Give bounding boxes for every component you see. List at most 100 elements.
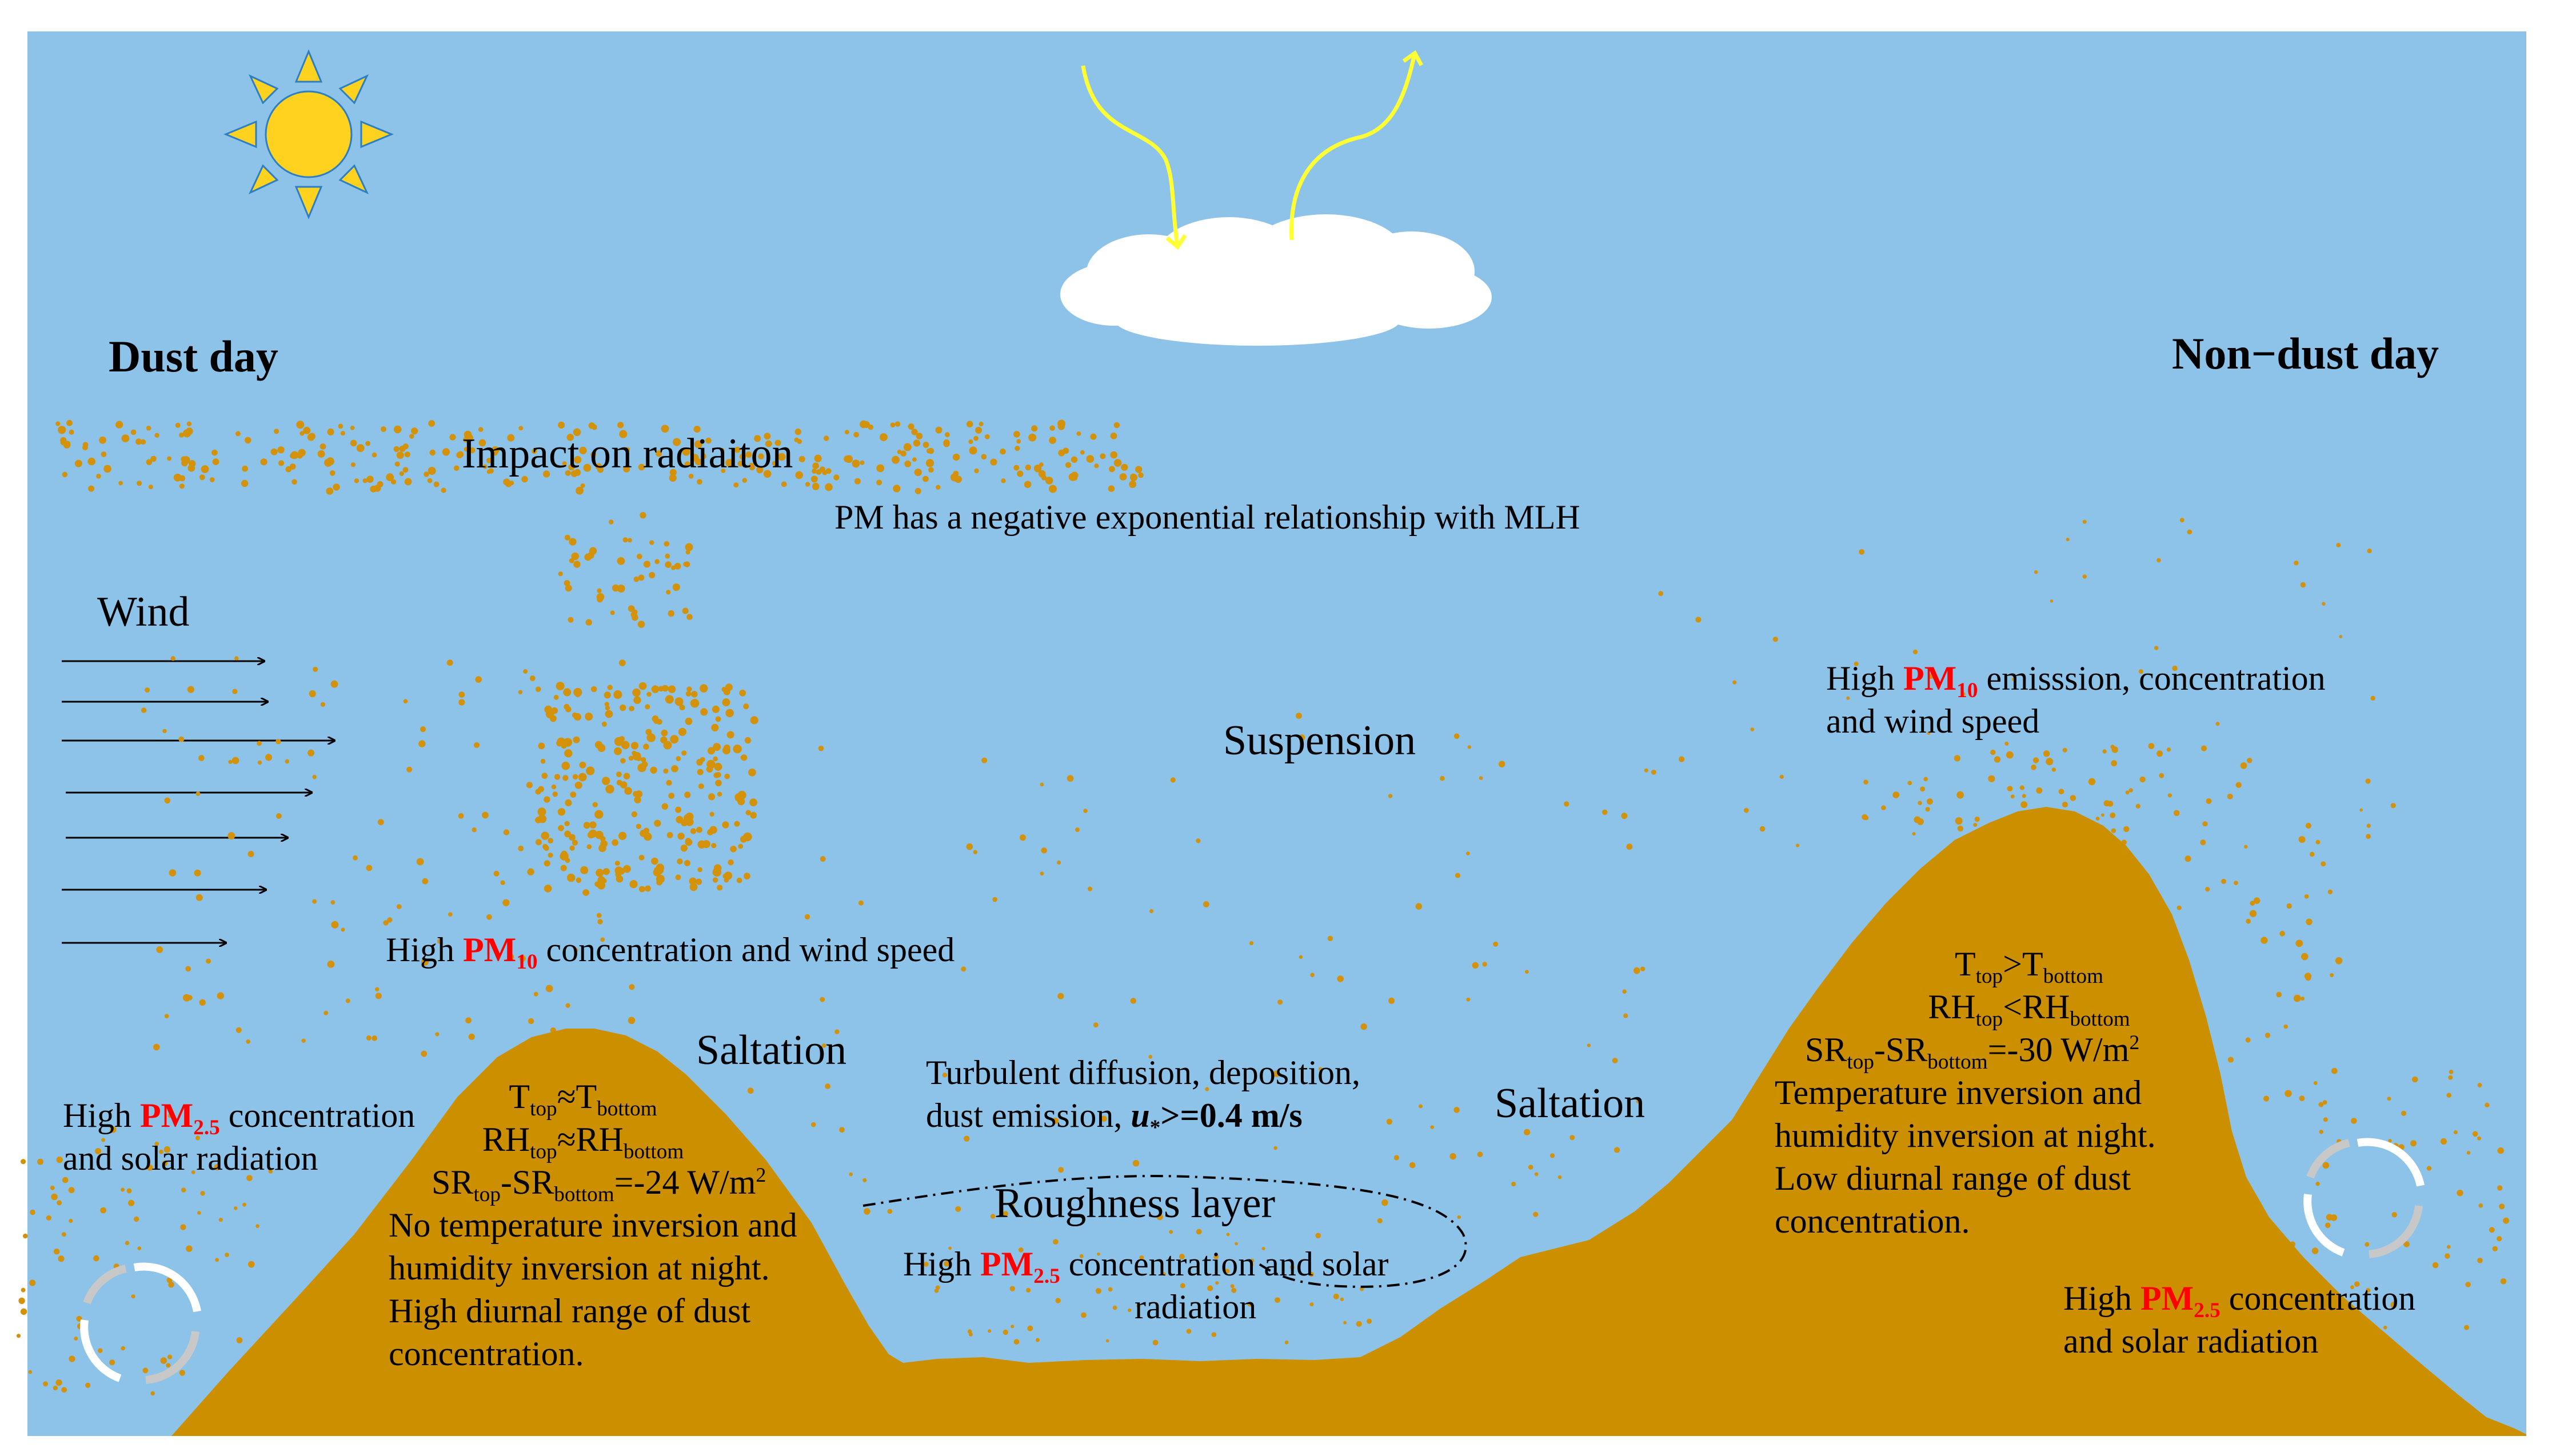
dust-particle — [574, 429, 581, 436]
dust-particle — [1057, 423, 1065, 430]
dust-particle — [519, 955, 526, 962]
dust-particle — [493, 451, 498, 456]
dust-particle — [654, 819, 661, 827]
dust-particle — [812, 482, 820, 490]
dust-particle — [605, 705, 610, 711]
dust-particle — [370, 485, 377, 493]
dust-particle — [366, 865, 373, 871]
dust-particle — [1075, 827, 1080, 832]
dust-particle — [2206, 798, 2212, 804]
dust-particle — [854, 478, 861, 485]
dust-particle — [1110, 451, 1117, 459]
dust-particle — [739, 453, 746, 460]
dust-particle — [2227, 793, 2233, 799]
mid-pm25-label: High PM2.5 concentration and solar — [903, 1245, 1389, 1289]
dust-particle — [623, 865, 631, 873]
dust-particle — [2286, 903, 2292, 909]
dust-particle — [55, 1379, 62, 1386]
dust-particle — [707, 829, 713, 835]
dust-particle — [646, 691, 652, 697]
dust-particle — [1110, 433, 1117, 439]
dust-particle — [458, 813, 464, 819]
dust-particle — [860, 460, 865, 465]
dust-particle — [592, 802, 598, 807]
dust-particle — [1119, 473, 1127, 481]
dust-particle — [992, 897, 997, 902]
dust-particle — [2497, 1236, 2502, 1242]
dust-particle — [1622, 989, 1627, 994]
dust-particle — [274, 429, 279, 434]
dust-particle — [726, 731, 734, 739]
dust-particle — [1449, 1153, 1456, 1160]
dust-particle — [600, 836, 606, 842]
dust-particle — [849, 1172, 853, 1177]
turbulent-diffusion-label: Turbulent diffusion, deposition, dust em… — [926, 1054, 1361, 1140]
dust-particle — [475, 676, 482, 683]
dust-particle — [1360, 1023, 1367, 1030]
dust-particle — [1016, 439, 1021, 444]
dust-particle — [1071, 456, 1078, 463]
dust-particle — [1031, 425, 1038, 432]
dust-particle — [399, 471, 404, 477]
dust-particle — [478, 439, 486, 447]
dust-particle — [810, 475, 818, 483]
dust-particle — [199, 474, 205, 481]
dust-particle — [449, 434, 456, 441]
dust-particle — [566, 873, 576, 882]
dust-particle — [1081, 1312, 1087, 1318]
dust-particle — [390, 479, 397, 485]
dust-particle — [641, 761, 648, 768]
dust-particle — [2354, 1281, 2360, 1287]
dust-particle — [1318, 1067, 1323, 1071]
dust-particle — [330, 680, 338, 688]
dust-particle — [2478, 1203, 2483, 1208]
dust-particle — [2036, 787, 2043, 794]
dust-particle — [914, 487, 921, 494]
dust-particle — [2388, 1139, 2392, 1143]
dust-particle — [225, 1253, 229, 1257]
dust-particle — [317, 450, 325, 458]
dust-particle — [518, 845, 524, 851]
dust-particle — [146, 459, 153, 466]
dust-particle — [1196, 838, 1201, 843]
dust-particle — [632, 688, 641, 697]
dust-particle — [2315, 1181, 2320, 1186]
dust-particle — [2311, 1247, 2319, 1254]
dust-particle — [377, 481, 384, 487]
dust-particle — [28, 1370, 33, 1374]
saltation-right-label: Saltation — [1495, 1080, 1646, 1127]
dust-particle — [2327, 889, 2333, 895]
dust-particle — [894, 421, 901, 427]
dust-particle — [666, 590, 671, 595]
dust-particle — [2135, 803, 2140, 809]
dust-particle — [572, 774, 578, 780]
dust-particle — [396, 451, 404, 459]
dust-particle — [1040, 782, 1044, 787]
dust-particle — [633, 576, 640, 582]
dust-day-title: Dust day — [109, 331, 278, 381]
dust-particle — [1057, 993, 1064, 999]
dust-particle — [164, 1014, 169, 1019]
dust-particle — [101, 451, 107, 457]
dust-particle — [651, 685, 660, 693]
dust-particle — [1015, 446, 1020, 451]
dust-particle — [724, 773, 730, 779]
dust-particle — [544, 845, 549, 851]
dust-particle — [2497, 1147, 2504, 1154]
dust-particle — [711, 843, 717, 849]
dust-particle — [159, 1149, 163, 1154]
dust-particle — [622, 537, 628, 543]
dust-particle — [2305, 822, 2311, 829]
dust-particle — [684, 561, 690, 567]
dust-particle — [53, 1385, 58, 1391]
dust-particle — [922, 442, 929, 448]
dust-particle — [742, 478, 747, 483]
dust-particle — [166, 1363, 171, 1368]
dust-particle — [954, 475, 962, 483]
dust-particle — [564, 534, 570, 541]
dust-particle — [675, 806, 682, 813]
dust-particle — [2265, 1033, 2271, 1038]
dust-particle — [1955, 817, 1963, 825]
dust-particle — [85, 1382, 91, 1388]
